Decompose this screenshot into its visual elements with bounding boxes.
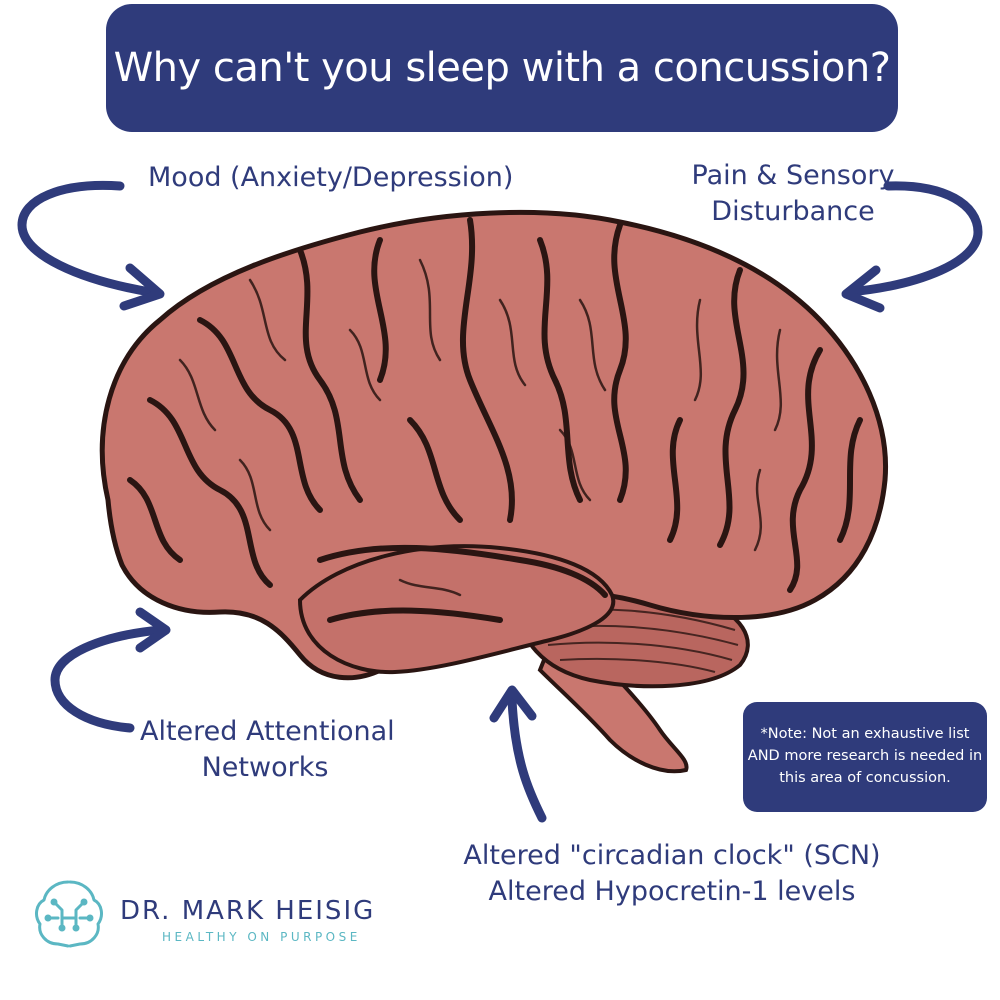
brain-sulci bbox=[127, 217, 863, 623]
label-pain-line2: Disturbance bbox=[711, 196, 875, 228]
label-circadian-line1: Altered "circadian clock" (SCN) bbox=[463, 840, 881, 871]
arrow-mood-head bbox=[119, 263, 165, 311]
note-line2: AND more research is needed in bbox=[747, 748, 983, 765]
arrow-circadian-head bbox=[489, 685, 537, 723]
arrow-attention-head bbox=[135, 607, 171, 653]
cerebrum bbox=[99, 209, 889, 681]
arrow-pain bbox=[845, 181, 983, 297]
label-mood-text: Mood (Anxiety/Depression) bbox=[148, 162, 514, 193]
label-circadian: Altered "circadian clock" (SCN) Altered … bbox=[462, 838, 882, 911]
brain-circuit-icon bbox=[35, 880, 103, 948]
page-title: Why can't you sleep with a concussion? bbox=[113, 45, 891, 91]
logo: DR. MARK HEISIG HEALTHY ON PURPOSE bbox=[28, 874, 448, 954]
logo-name: DR. MARK HEISIG bbox=[120, 896, 376, 926]
brain-fine-sulci bbox=[178, 258, 783, 597]
note-line3: this area of concussion. bbox=[779, 769, 951, 786]
logo-tagline: HEALTHY ON PURPOSE bbox=[162, 930, 361, 944]
note-box: *Note: Not an exhaustive list AND more r… bbox=[743, 702, 987, 812]
arrow-circadian bbox=[507, 695, 547, 823]
title-banner: Why can't you sleep with a concussion? bbox=[106, 4, 898, 132]
note-line1: *Note: Not an exhaustive list bbox=[760, 726, 970, 743]
label-pain: Pain & Sensory Disturbance bbox=[688, 158, 898, 231]
label-attention-line2: Networks bbox=[201, 752, 329, 784]
label-circadian-line2: Altered Hypocretin-1 levels bbox=[488, 876, 856, 908]
arrow-pain-head bbox=[841, 265, 885, 313]
label-attention: Altered Attentional Networks bbox=[140, 714, 395, 787]
label-pain-line1: Pain & Sensory bbox=[691, 160, 895, 191]
arrow-mood bbox=[17, 180, 155, 297]
label-attention-line1: Altered Attentional bbox=[140, 716, 395, 747]
label-mood: Mood (Anxiety/Depression) bbox=[148, 160, 514, 196]
arrow-attention bbox=[50, 625, 165, 733]
